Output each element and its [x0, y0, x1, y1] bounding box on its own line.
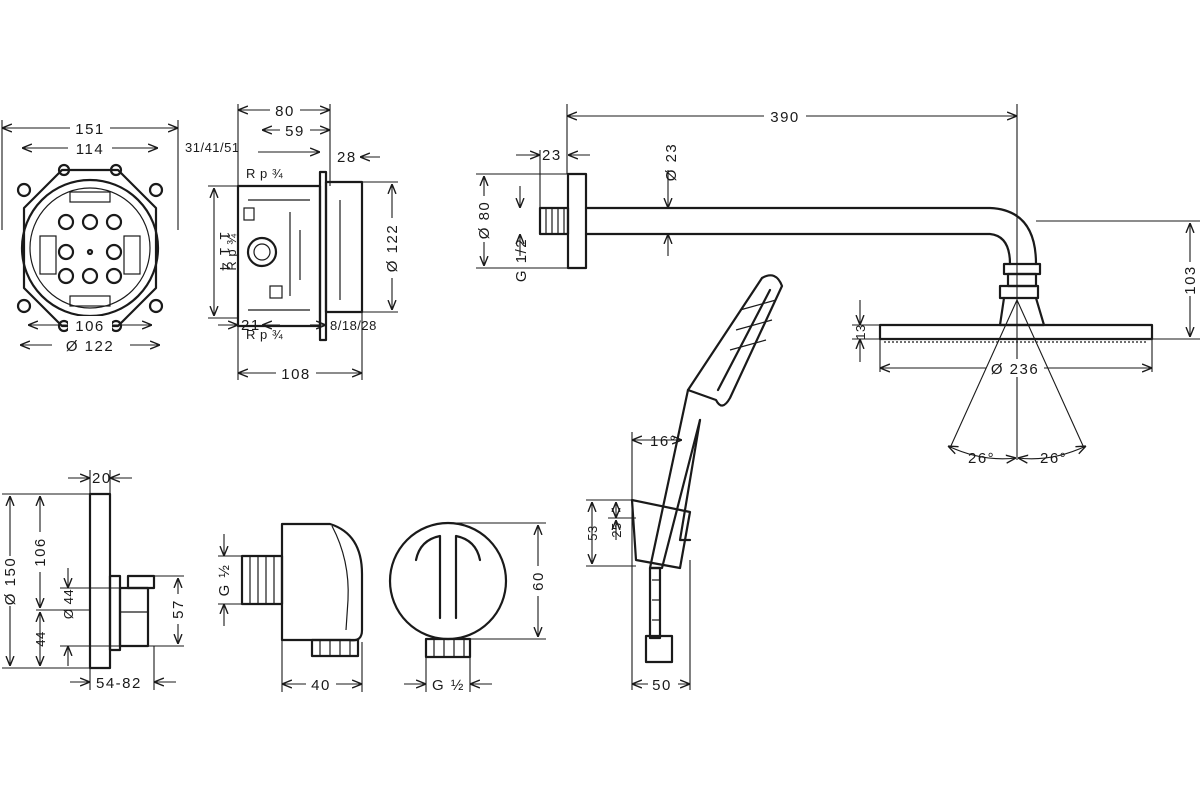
dim-dia-80: Ø 80: [476, 201, 493, 240]
shower-arm-view: 390 23 Ø 23 Ø 80 G 1/2 103 13 Ø 236: [475, 104, 1200, 467]
dim-21: 21: [241, 317, 261, 334]
dim-106-plate: 106: [32, 537, 49, 567]
dim-108: 108: [281, 366, 311, 383]
dim-23: 23: [542, 147, 562, 164]
dim-53: 53: [585, 525, 600, 540]
dim-40: 40: [311, 677, 331, 694]
dim-50: 50: [652, 677, 672, 694]
dim-dia-236: Ø 236: [991, 361, 1039, 378]
angle-26-right: 26°: [1040, 450, 1067, 467]
dim-25: 25: [609, 522, 624, 537]
dim-44: 44: [33, 631, 48, 646]
label-rp-bottom: R p ¾: [246, 327, 283, 342]
label-rp-mid: R p ¾: [224, 233, 239, 270]
dim-dia-44: Ø 44: [61, 589, 76, 619]
hand-shower-view: 16° 53 25 50: [585, 274, 784, 694]
dim-g-half-outlet: G ½: [216, 564, 233, 597]
dim-59: 59: [285, 123, 305, 140]
box-front-view: 151 114 106 Ø 122: [1, 119, 179, 355]
dim-57: 57: [170, 599, 187, 619]
dim-dia-122: Ø 122: [66, 338, 114, 355]
dim-dia-122-side: Ø 122: [384, 224, 401, 272]
dim-151: 151: [75, 121, 105, 138]
dim-g-half-front: G ½: [432, 677, 465, 694]
dim-114-side: 1 1 4: [216, 232, 233, 273]
dim-g-1-2-arm: G 1/2: [513, 238, 530, 282]
dim-dia-150: Ø 150: [2, 557, 19, 605]
dim-54-82: 54-82: [96, 675, 142, 692]
wall-outlet-front-view: 60 G ½: [388, 521, 547, 694]
dim-106: 106: [75, 318, 105, 335]
dim-13: 13: [853, 324, 868, 339]
wall-outlet-side-view: G ½ 40: [216, 522, 364, 694]
dim-31-41-51: 31/41/51: [185, 140, 240, 155]
angle-16: 16°: [650, 433, 677, 450]
dim-80: 80: [275, 103, 295, 120]
angle-26-left: 26°: [968, 450, 995, 467]
dim-8-18-28: 8/18/28: [330, 318, 377, 333]
box-side-view: 80 59 31/41/51 28 R p ¾ 1 1 4 R p ¾ Ø 12…: [185, 101, 401, 383]
dim-103: 103: [1182, 265, 1199, 295]
label-rp-top: R p ¾: [246, 166, 283, 181]
dim-28: 28: [337, 149, 357, 166]
dim-60: 60: [530, 571, 547, 591]
dim-20: 20: [92, 470, 112, 487]
dim-114: 114: [76, 141, 104, 158]
trim-plate-view: 20 Ø 150 106 44 Ø 44 57 54-82: [1, 470, 187, 692]
dim-dia-23: Ø 23: [663, 143, 680, 182]
dim-390: 390: [770, 109, 800, 126]
